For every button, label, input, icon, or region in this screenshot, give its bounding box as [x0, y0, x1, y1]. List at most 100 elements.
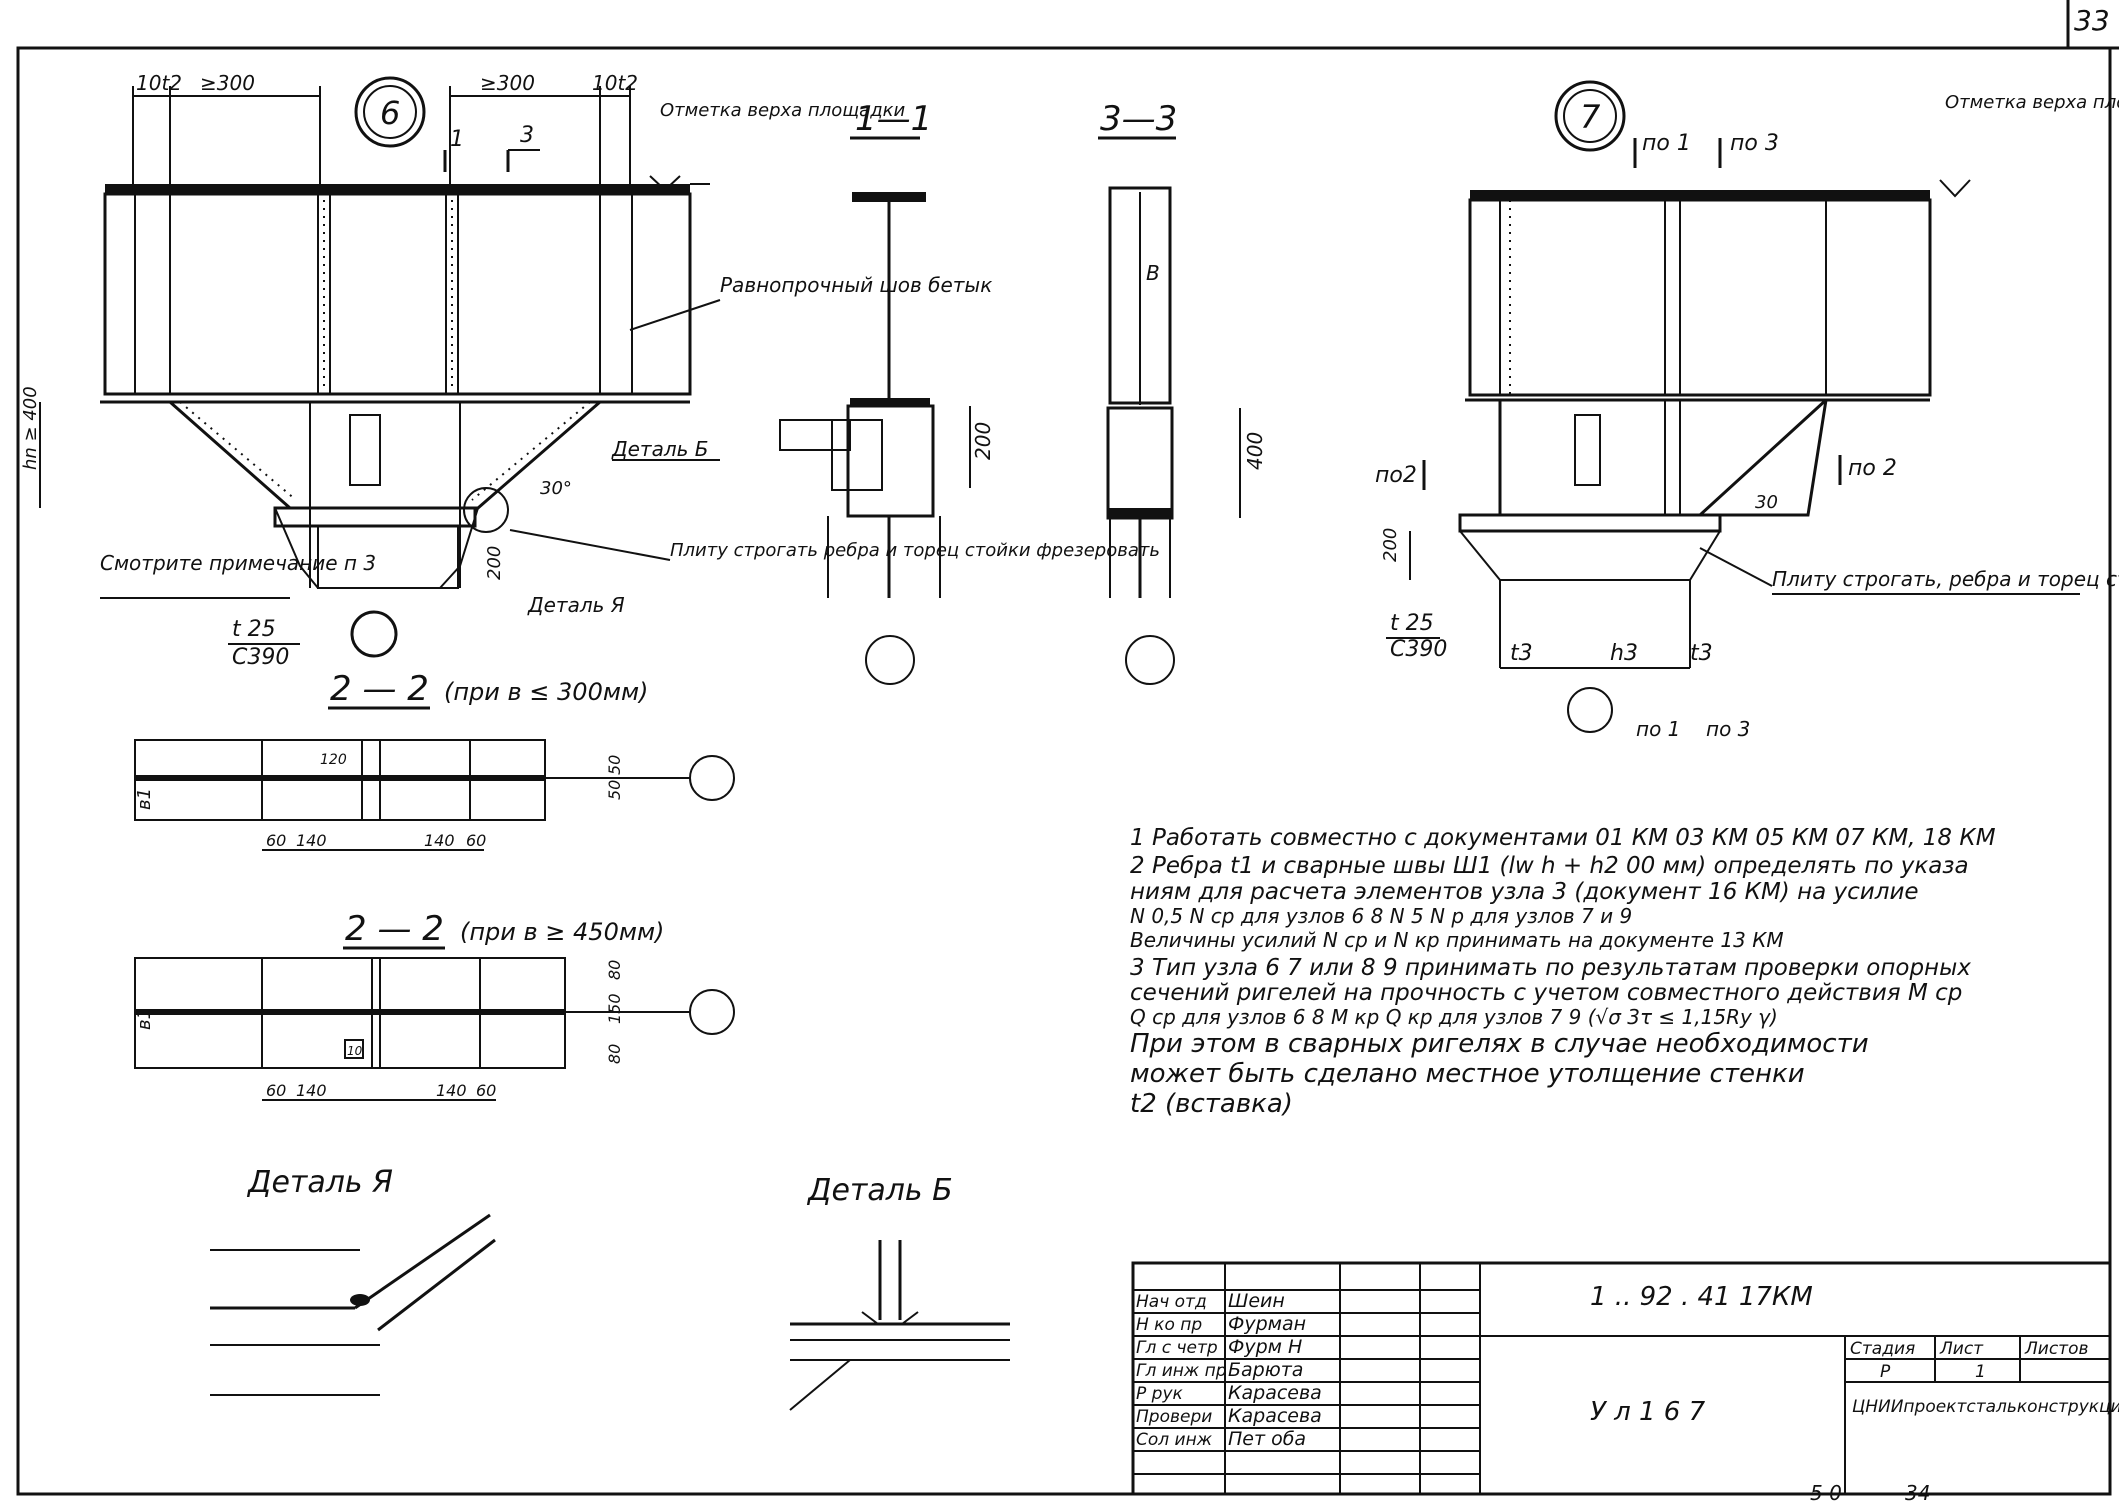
svg-text:Гл инж пр: Гл инж пр — [1136, 1361, 1227, 1381]
note-3: 3 Тип узла 6 7 или 8 9 принимать по резу… — [1130, 955, 1971, 981]
svg-text:по 3: по 3 — [1730, 131, 1779, 156]
section-2-2-b: 2 — 2 (при в ≥ 450мм) 10 в1 60 140 140 6… — [134, 909, 735, 1101]
svg-text:Сол инж: Сол инж — [1136, 1430, 1213, 1450]
detail-b-title: Деталь Б — [806, 1173, 953, 1208]
svg-text:Шеин: Шеин — [1228, 1290, 1285, 1312]
svg-text:Фурман: Фурман — [1228, 1313, 1306, 1335]
svg-text:по 1: по 1 — [1642, 131, 1691, 156]
detail-a: Деталь Я — [210, 1165, 496, 1396]
svg-text:Q ср для узлов 6 8 М кр Q кр: Q ср для узлов 6 8 М кр Q кр для узлов 7… — [1130, 1005, 1778, 1029]
plate-note-7: Плиту строгать, ребра и торец стойки фре… — [1772, 567, 2119, 591]
svg-text:Карасева: Карасева — [1228, 1382, 1322, 1404]
svg-text:в1: в1 — [134, 788, 155, 810]
svg-text:150: 150 — [605, 993, 624, 1024]
svg-text:30°: 30° — [540, 478, 572, 499]
svg-text:200: 200 — [1380, 528, 1401, 562]
dim-10t2-right: 10t2 — [592, 71, 638, 95]
dim-10t2-left: 10t2 — [136, 71, 182, 95]
svg-text:3: 3 — [520, 123, 534, 148]
node-6-elevation: 10t2 ≥300 ≥300 10t2 6 Отметка верха площ… — [20, 71, 1160, 670]
node-7-marker — [1554, 80, 1626, 152]
node-7-circle — [1567, 687, 1613, 733]
svg-text:Лист: Лист — [1939, 1339, 1984, 1359]
svg-text:t3: t3 — [1690, 641, 1713, 666]
svg-text:(при в ≤ 300мм): (при в ≤ 300мм) — [444, 678, 648, 706]
detail-a-title: Деталь Я — [246, 1165, 393, 1200]
haunch-outline — [169, 400, 601, 510]
svg-text:Стадия: Стадия — [1850, 1339, 1915, 1359]
drawing-code: 1 .. 92 . 41 17КМ — [1590, 1282, 1813, 1312]
svg-text:200: 200 — [971, 422, 995, 460]
section-2-2-b-title: 2 — 2 — [345, 909, 444, 949]
svg-text:Барюта: Барюта — [1228, 1359, 1303, 1381]
svg-text:Пет оба: Пет оба — [1228, 1428, 1306, 1450]
svg-text:140: 140 — [296, 831, 327, 850]
svg-text:Листов: Листов — [2024, 1339, 2089, 1359]
notes-block: 1 Работать совместно с документами 01 КМ… — [1130, 825, 1996, 1119]
svg-text:50: 50 — [605, 780, 624, 800]
section-3-3-title: 3—3 — [1100, 99, 1177, 139]
note-1: 1 Работать совместно с документами 01 КМ… — [1130, 825, 1996, 851]
section-1-1-title: 1—1 — [855, 99, 932, 139]
beam-web — [103, 192, 692, 396]
svg-text:80: 80 — [605, 960, 624, 980]
svg-text:140: 140 — [296, 1081, 327, 1100]
svg-text:С390: С390 — [1390, 637, 1447, 662]
organization: ЦНИИпроектстальконструкция — [1852, 1397, 2119, 1417]
svg-text:по 1: по 1 — [1636, 717, 1680, 741]
svg-text:hn ≥ 400: hn ≥ 400 — [20, 386, 41, 470]
svg-text:30: 30 — [1755, 492, 1778, 513]
svg-text:200: 200 — [484, 546, 505, 580]
svg-text:N 0,5 N ср для узлов 6 8 N: N 0,5 N ср для узлов 6 8 N 5 N р для узл… — [1130, 904, 1632, 928]
svg-text:t3: t3 — [1510, 641, 1533, 666]
node-6-label: 6 — [380, 94, 400, 132]
page-number: 33 — [2074, 4, 2110, 37]
title-block: Нач отд Шеин Н ко пр Фурман Гл с четр Фу… — [1131, 1261, 2119, 1496]
svg-text:50: 50 — [605, 755, 624, 775]
detail-a-ref: Деталь Я — [527, 593, 625, 617]
svg-text:Фурм Н: Фурм Н — [1228, 1336, 1302, 1358]
dim-300-left: ≥300 — [200, 71, 255, 95]
svg-text:(при в ≥ 450мм): (при в ≥ 450мм) — [460, 918, 664, 946]
svg-text:Провери: Провери — [1136, 1407, 1212, 1427]
svg-text:Р: Р — [1880, 1362, 1891, 1382]
svg-text:по 3: по 3 — [1706, 717, 1750, 741]
svg-text:60: 60 — [466, 831, 486, 850]
page-number-box — [2066, 0, 2119, 50]
see-note: Смотрите примечание п 3 — [100, 551, 376, 575]
svg-text:34: 34 — [1905, 1481, 1930, 1504]
bearing-plate — [273, 506, 477, 528]
svg-text:Карасева: Карасева — [1228, 1405, 1322, 1427]
svg-text:по2: по2 — [1375, 463, 1417, 488]
c390-label-6: С390 — [232, 645, 289, 670]
svg-text:1: 1 — [450, 127, 464, 152]
svg-text:60: 60 — [476, 1081, 496, 1100]
dim-300-right: ≥300 — [480, 71, 535, 95]
svg-text:80: 80 — [605, 1044, 624, 1064]
node-6-marker — [354, 76, 426, 148]
svg-text:по 2: по 2 — [1848, 456, 1897, 481]
node-7-elevation: 7 Отметка верха площадки по 1 по 3 по2 п… — [1375, 80, 2119, 741]
svg-text:При этом в сварных ригелях в с: При этом в сварных ригелях в случае необ… — [1130, 1029, 1869, 1059]
node-7-label: 7 — [1580, 98, 1601, 136]
svg-text:h3: h3 — [1610, 641, 1638, 666]
svg-text:60: 60 — [266, 1081, 286, 1100]
section-3-3: 3—3 В 400 — [1098, 99, 1267, 685]
svg-text:в1: в1 — [134, 1008, 155, 1030]
svg-text:1: 1 — [1975, 1362, 1986, 1382]
sheet-border — [16, 46, 2112, 1496]
section-2-2-a: 2 — 2 (при в ≤ 300мм) 120 в1 60 140 140 … — [134, 669, 735, 851]
plate-note-6: Плиту строгать ребра и торец стойки фрез… — [670, 540, 1160, 561]
top-flange — [105, 184, 690, 194]
svg-text:сечений ригелей на прочность с: сечений ригелей на прочность с учетом со… — [1130, 980, 1962, 1006]
svg-text:может быть сделано местное уто: может быть сделано местное утолщение сте… — [1130, 1059, 1805, 1089]
section-3-3-circle — [1125, 635, 1175, 685]
t25-label-6: t 25 — [232, 617, 276, 642]
svg-text:60: 60 — [266, 831, 286, 850]
svg-text:Н ко пр: Н ко пр — [1136, 1315, 1202, 1335]
svg-text:120: 120 — [320, 752, 347, 768]
svg-text:Р рук: Р рук — [1136, 1384, 1184, 1404]
svg-text:140: 140 — [436, 1081, 467, 1100]
top-mark-6: Отметка верха площадки — [660, 100, 906, 121]
